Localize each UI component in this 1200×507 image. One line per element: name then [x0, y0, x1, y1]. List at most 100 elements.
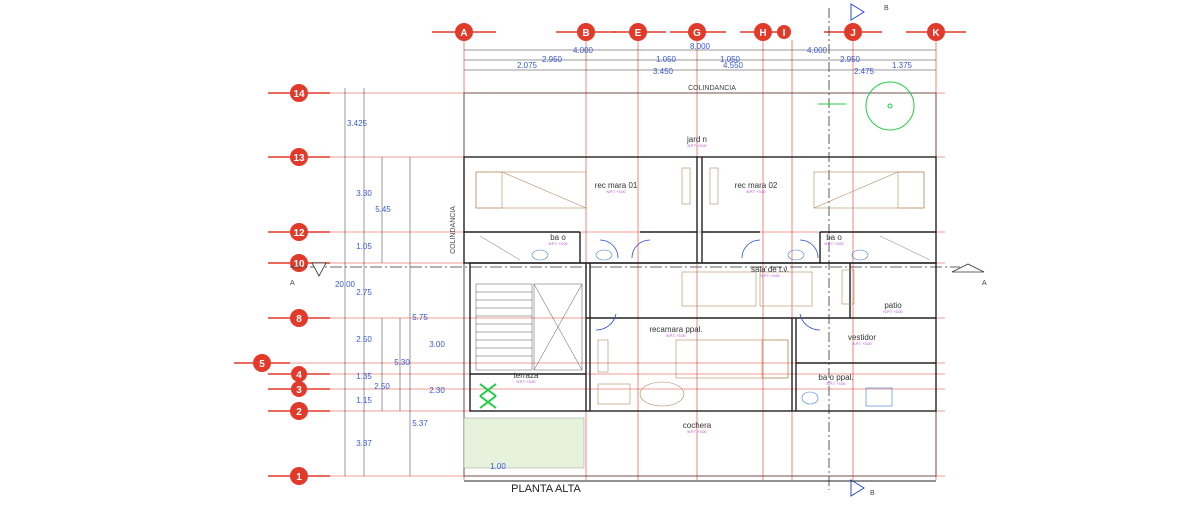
axis-label-3: 3 — [296, 385, 302, 396]
level-tag-vestidor: N.P.T. +3.00 — [853, 342, 872, 346]
left-dimensions — [344, 88, 411, 476]
section-markers: B B A A — [290, 3, 987, 497]
row-axis-markers: 14 13 12 10 8 5 4 — [234, 84, 330, 485]
room-label-patio: patio — [884, 301, 902, 310]
axis-label-8: 8 — [296, 314, 302, 325]
section-arrow-right — [951, 263, 985, 273]
axis-label-j: J — [850, 28, 856, 39]
axis-marker-14: 14 — [268, 84, 330, 102]
section-label-top: B — [884, 5, 889, 12]
room-label-vestidor: vestidor — [848, 333, 876, 342]
level-tag-recamara-01: N.P.T. +3.00 — [607, 190, 626, 194]
level-tag-recamara-ppal: N.P.T. +3.00 — [667, 334, 686, 338]
doors — [595, 239, 821, 331]
axis-marker-13: 13 — [268, 148, 330, 166]
room-label-terraza: terraza — [514, 371, 539, 380]
axis-label-2: 2 — [296, 407, 302, 418]
axis-label-1: 1 — [296, 472, 302, 483]
dim-250-lower: 2.50 — [374, 382, 390, 391]
axis-marker-12: 12 — [268, 223, 330, 241]
furniture — [475, 167, 925, 407]
axis-label-g: G — [693, 28, 701, 39]
dim-1050-right: 1.050 — [720, 55, 741, 64]
dim-537: 5.37 — [412, 419, 428, 428]
axis-label-i: I — [783, 28, 786, 39]
axis-label-5: 5 — [259, 359, 265, 370]
plan-title: PLANTA ALTA — [511, 483, 581, 495]
axis-marker-2: 2 — [268, 402, 330, 420]
room-label-jardin: jard n — [686, 135, 707, 144]
dim-8000: 8.000 — [690, 42, 711, 51]
colindancia-top-label: COLINDANCIA — [688, 85, 736, 92]
room-label-bano-2: ba o — [826, 233, 842, 242]
axis-label-10: 10 — [293, 259, 305, 270]
level-tag-bano-1: N.P.T. +3.00 — [549, 242, 568, 246]
axis-label-e: E — [635, 28, 642, 39]
axis-marker-e: E — [612, 23, 666, 41]
dim-250-upper: 2.50 — [356, 335, 372, 344]
room-label-bano-1: ba o — [550, 233, 566, 242]
level-tag-terraza: N.P.T. +3.00 — [517, 380, 536, 384]
dim-530: 5.30 — [394, 358, 410, 367]
staircase — [475, 283, 583, 371]
section-arrow-top — [850, 3, 865, 21]
dim-115: 1.15 — [356, 396, 372, 405]
axis-label-k: K — [932, 28, 940, 39]
level-tag-recamara-02: N.P.T. +3.00 — [747, 190, 766, 194]
dim-4000-right: 4.000 — [807, 46, 828, 55]
room-label-recamara-ppal: recamara ppal. — [649, 325, 702, 334]
dim-575: 5.75 — [412, 313, 428, 322]
axis-label-14: 14 — [293, 89, 305, 100]
dim-300: 3.00 — [429, 340, 445, 349]
axis-label-b: B — [582, 28, 589, 39]
dim-275: 2.75 — [356, 288, 372, 297]
axis-marker-k: K — [906, 23, 966, 41]
garden-tree — [818, 81, 915, 131]
level-tag-cochera: N.P.T. +3.00 — [688, 430, 707, 434]
dim-100-bottom: 1.00 — [490, 462, 506, 471]
axis-label-h: H — [759, 28, 766, 39]
axis-label-a: A — [460, 28, 467, 39]
axis-marker-5: 5 — [234, 354, 290, 372]
cochera-planter — [463, 417, 585, 469]
dim-2075: 2.075 — [517, 61, 538, 70]
dim-1375: 1.375 — [892, 61, 913, 70]
colindancia-side-label: COLINDANCIA — [450, 206, 457, 254]
dim-337: 3.37 — [356, 439, 372, 448]
level-tag-jardin: N.P.T. +3.00 — [688, 144, 707, 148]
dim-135: 1.35 — [356, 372, 372, 381]
axis-marker-i: I — [777, 25, 791, 39]
dim-330: 3.30 — [356, 189, 372, 198]
room-label-sala-tv: sala de t.v. — [751, 265, 789, 274]
level-tag-bano-ppal: N.P.T. +3.00 — [827, 382, 846, 386]
dim-105: 1.05 — [356, 242, 372, 251]
section-label-right: A — [982, 280, 987, 287]
bathroom-fixtures — [479, 235, 931, 407]
level-tag-patio: N.P.T. +3.00 — [884, 310, 903, 314]
building-walls — [463, 92, 937, 477]
dim-3425: 3.425 — [347, 119, 368, 128]
axis-label-13: 13 — [293, 153, 305, 164]
column-axis-markers: A B E G H I J — [432, 23, 966, 41]
top-dimensions — [464, 49, 936, 71]
dim-230: 2.30 — [429, 386, 445, 395]
dim-1050-left: 1.050 — [656, 55, 677, 64]
axis-label-12: 12 — [293, 228, 305, 239]
room-label-recamara-01: rec mara 01 — [595, 181, 638, 190]
dim-2000: 20.00 — [335, 280, 356, 289]
axis-marker-a: A — [432, 23, 496, 41]
axis-marker-8: 8 — [268, 309, 330, 327]
section-label-bottom: B — [870, 490, 875, 497]
section-label-left: A — [290, 280, 295, 287]
room-labels: COLINDANCIA COLINDANCIA jard n N.P.T. +3… — [450, 85, 902, 471]
axis-marker-j: J — [824, 23, 882, 41]
room-label-bano-ppal: ba o ppal. — [818, 373, 853, 382]
axis-marker-g: G — [670, 23, 726, 41]
level-tag-sala-tv: N.P.T. +3.00 — [761, 274, 780, 278]
section-arrow-bottom — [850, 479, 865, 497]
axis-label-4: 4 — [296, 370, 302, 381]
dim-2950-left: 2.950 — [542, 55, 563, 64]
dim-2950-right: 2.950 — [840, 55, 861, 64]
left-dimension-labels: 3.425 3.30 5.45 1.05 20.00 2.75 5.75 2.5… — [335, 119, 445, 448]
dim-2475: 2.475 — [854, 67, 875, 76]
